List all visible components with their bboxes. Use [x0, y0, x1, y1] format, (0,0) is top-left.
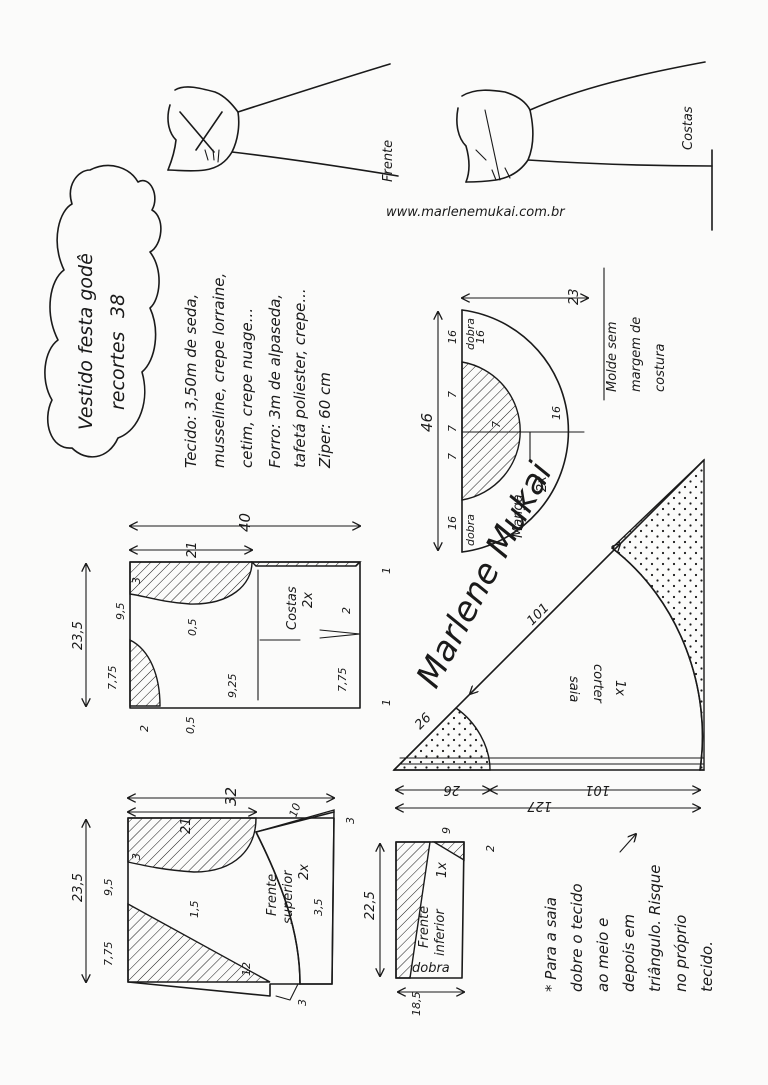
front-view-label: Frente — [381, 140, 396, 182]
back-name: Costas — [285, 586, 300, 630]
materials-line2: musseline, crepe lorraine, — [210, 273, 228, 468]
front-upper-qty: 2x — [297, 864, 312, 880]
sleeve-d16c: 16 — [474, 330, 487, 344]
back-d1a: 1 — [380, 567, 393, 574]
sleeve-d16a: 16 — [446, 330, 459, 344]
back-bodice-pattern — [129, 561, 362, 709]
dress-front-view — [167, 63, 399, 177]
front-upper-d7-75: 7,75 — [102, 942, 115, 967]
skirt-dim-101-label: 101 — [585, 782, 610, 797]
skirt-note-line1: * Para a saia — [542, 897, 560, 992]
title-cloud — [44, 164, 162, 458]
sleeve-name: Manga — [511, 494, 526, 538]
back-d1b: 1 — [380, 699, 393, 706]
front-upper-d10: 10 — [287, 801, 304, 819]
front-upper-dim-21-label: 21 — [179, 817, 194, 834]
skirt-dim-101-diag — [470, 544, 620, 694]
back-dim-40-label: 40 — [236, 513, 254, 532]
materials-line4: Forro: 3m de alpaseda, — [266, 294, 284, 468]
back-dim-23-5-label: 23,5 — [71, 621, 86, 650]
skirt-note-line4: depois em — [620, 914, 638, 992]
sleeve-d16d: 16 — [550, 406, 563, 420]
back-d7-75b: 7,75 — [336, 668, 349, 693]
sleeve-qty: 2x — [535, 476, 550, 492]
sleeve-dim-46-label: 46 — [418, 413, 436, 432]
sleeve-fold2: dobra — [464, 514, 477, 546]
seam-note-line1: Molde sem — [605, 321, 620, 392]
front-lower-qty: 1x — [435, 862, 450, 878]
skirt-dim-127-label: 127 — [526, 798, 552, 813]
back-d9-5: 9,5 — [114, 603, 127, 621]
back-d3: 3 — [130, 577, 143, 584]
title-size: 38 — [107, 294, 129, 318]
skirt-note-line5: triângulo. Risque — [646, 865, 664, 993]
front-upper-name1: Frente — [265, 874, 280, 916]
front-lower-name1: Frente — [417, 906, 432, 948]
back-d0-5a: 0,5 — [186, 619, 199, 637]
skirt-dim-101-diag-label: 101 — [524, 601, 552, 629]
materials-line5: tafetá poliester, crepe... — [291, 288, 309, 468]
skirt-pattern — [392, 458, 705, 771]
back-dim-21-label: 21 — [185, 541, 200, 558]
front-upper-pattern — [127, 809, 335, 1001]
seam-note-line3: costura — [653, 343, 668, 392]
skirt-note-arrow — [619, 834, 636, 853]
back-d7-75: 7,75 — [106, 666, 119, 691]
front-upper-dim-23-5-label: 23,5 — [71, 873, 86, 902]
skirt-dim-26-label: 26 — [443, 782, 460, 797]
sleeve-d7b: 7 — [446, 425, 459, 432]
front-lower-dim-22-5-label: 22,5 — [363, 891, 378, 920]
skirt-qty: 1x — [612, 680, 627, 696]
materials-line1: Tecido: 3,50m de seda, — [182, 294, 200, 468]
sleeve-d7a: 7 — [446, 391, 459, 398]
back-qty: 2x — [301, 592, 316, 608]
front-lower-dim-18-5-label: 18,5 — [410, 992, 423, 1017]
skirt-note-line6: no próprio — [672, 915, 690, 992]
skirt-name2: corter — [590, 664, 605, 705]
sleeve-d7c: 7 — [446, 453, 459, 460]
front-upper-d3c: 3 — [296, 999, 309, 1006]
front-upper-d3-5: 3,5 — [312, 899, 325, 917]
skirt-note-line2: dobre o tecido — [568, 883, 586, 992]
front-lower-pattern — [395, 841, 465, 979]
back-view-label: Costas — [681, 106, 696, 150]
title-line2: recortes — [107, 331, 129, 410]
front-lower-name2: inferior — [433, 908, 448, 956]
front-upper-d3a: 3 — [130, 853, 143, 860]
skirt-note-line3: ao meio e — [594, 918, 612, 992]
front-upper-d1-5: 1,5 — [188, 901, 201, 919]
sleeve-dim-23-label: 23 — [567, 288, 582, 305]
sleeve-d7d: 7 — [490, 421, 503, 428]
sleeve-fold1: dobra — [464, 318, 477, 350]
title-line1: Vestido festa godê — [75, 253, 97, 430]
website-text: www.marlenemukai.com.br — [386, 205, 566, 220]
sleeve-pattern — [461, 309, 585, 553]
front-upper-d9-5: 9,5 — [102, 879, 115, 897]
materials-line3: cetim, crepe nuage... — [238, 308, 256, 468]
front-upper-name2: superior — [281, 869, 296, 924]
dress-back-view — [456, 61, 713, 231]
front-lower-d9: 9 — [440, 827, 453, 834]
skirt-name1: saia — [566, 676, 581, 702]
back-d2b: 2 — [138, 725, 151, 732]
front-upper-d3b: 3 — [344, 817, 357, 824]
back-d2: 2 — [340, 607, 353, 614]
seam-note-line2: margem de — [629, 317, 644, 392]
front-upper-dim-32-label: 32 — [222, 787, 240, 806]
front-lower-fold: dobra — [412, 961, 450, 976]
front-lower-d2: 2 — [484, 845, 497, 852]
materials-line6: Ziper: 60 cm — [316, 372, 334, 469]
sleeve-d16b: 16 — [446, 516, 459, 530]
skirt-dim-26-diag-label: 26 — [412, 711, 434, 733]
skirt-note-line7: tecido. — [698, 941, 716, 992]
back-d9-25: 9,25 — [226, 674, 239, 699]
back-d0-5b: 0,5 — [184, 717, 197, 735]
front-upper-d12: 12 — [240, 962, 253, 976]
